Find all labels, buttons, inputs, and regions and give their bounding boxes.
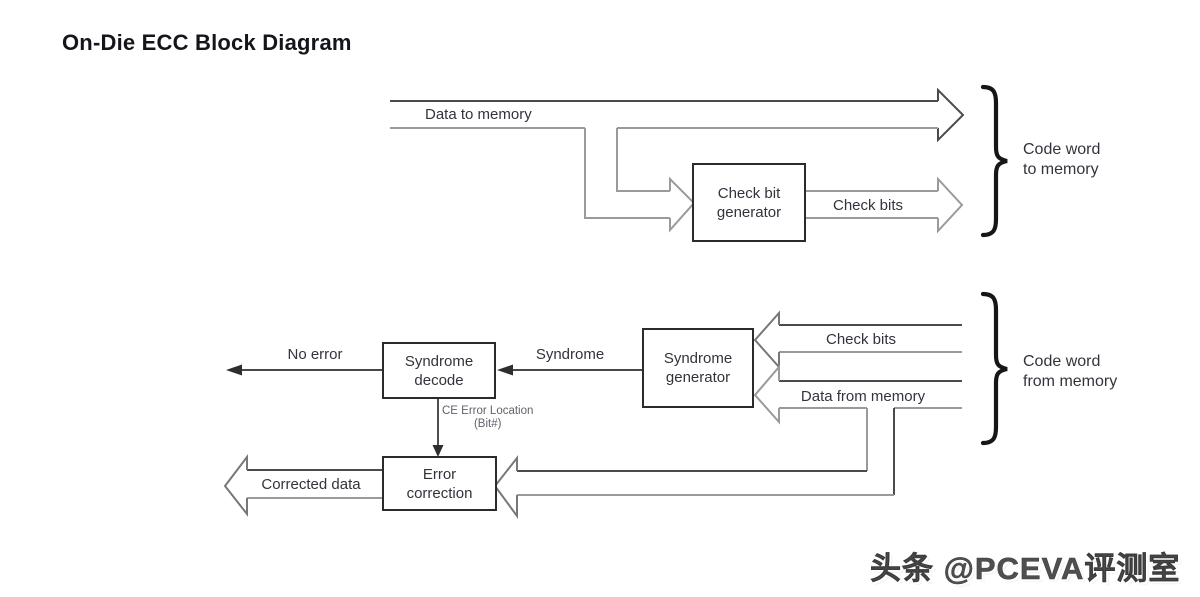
syndrome-decode-box: Syndrome decode	[382, 342, 496, 399]
error-correction-label-line2: correction	[406, 484, 473, 502]
check-bit-generator-label-line1: Check bit	[717, 184, 781, 202]
branch-channel-inner-line	[617, 128, 670, 191]
arrowhead-into-error-correction	[495, 458, 517, 516]
syndrome-arrowhead	[497, 364, 513, 376]
syndrome-generator-box: Syndrome generator	[642, 328, 754, 408]
code-word-to-memory-line2: to memory	[1023, 161, 1099, 178]
watermark-text: 头条 @PCEVA评测室	[870, 551, 1181, 587]
corrected-data-arrowhead	[225, 457, 247, 514]
error-correction-label-line1: Error	[422, 465, 457, 483]
check-bit-generator-label-line2: generator	[716, 203, 782, 221]
ce-error-arrowhead	[432, 445, 444, 457]
check-bits-out-label: Check bits	[832, 197, 904, 214]
code-word-from-memory-label: Code word from memory	[1023, 352, 1117, 392]
code-word-from-memory-line2: from memory	[1023, 373, 1118, 390]
check-bits-arrowhead-into-syndrome-generator	[755, 313, 779, 367]
corrected-data-label: Corrected data	[261, 476, 361, 493]
code-word-from-memory-brace	[983, 294, 1007, 443]
check-bits-arrowhead	[938, 179, 962, 231]
code-word-to-memory-line1: Code word	[1023, 141, 1101, 158]
no-error-label: No error	[287, 346, 343, 363]
data-from-memory-label: Data from memory	[800, 388, 926, 405]
data-from-memory-arrowhead-into-syndrome-generator	[755, 367, 779, 422]
check-bits-in-label: Check bits	[825, 331, 897, 348]
syndrome-decode-label-line2: decode	[414, 371, 464, 389]
syndrome-generator-label-line2: generator	[665, 369, 731, 386]
branch-arrowhead-into-check-bit-generator	[670, 179, 694, 230]
syndrome-label: Syndrome	[535, 346, 605, 363]
syndrome-decode-label-line1: Syndrome	[404, 352, 474, 370]
ce-error-location-line2: (Bit#)	[473, 418, 502, 430]
code-word-to-memory-brace	[983, 87, 1007, 235]
check-bit-generator-box: Check bit generator	[692, 163, 806, 242]
branch-channel-outer-line	[585, 128, 670, 218]
data-to-memory-arrowhead	[938, 90, 963, 140]
data-to-memory-label: Data to memory	[425, 106, 532, 123]
ce-error-location-label: CE Error Location (Bit#)	[442, 405, 533, 431]
error-correction-box: Error correction	[382, 456, 497, 511]
page-title: On-Die ECC Block Diagram	[62, 30, 352, 55]
ce-error-location-line1: CE Error Location	[442, 405, 534, 417]
code-word-to-memory-label: Code word to memory	[1023, 140, 1100, 180]
syndrome-generator-label-line1: Syndrome	[663, 350, 733, 367]
code-word-from-memory-line1: Code word	[1023, 353, 1101, 370]
no-error-arrowhead	[226, 364, 242, 376]
